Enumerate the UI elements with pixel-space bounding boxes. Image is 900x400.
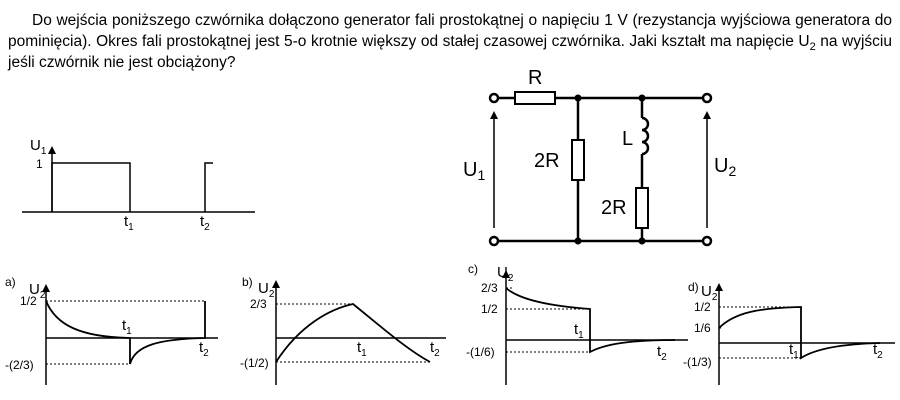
option-t2-label: t2 (657, 343, 667, 363)
option-bottom-level: -(1/3) (683, 355, 712, 369)
option-y-label: U2 (29, 281, 46, 301)
junction-dot (574, 94, 582, 102)
junction-dot (638, 94, 646, 102)
option-bottom-level: -(2/3) (5, 358, 34, 372)
label-2r-shunt: 2R (534, 150, 560, 172)
option-waveform (505, 287, 676, 354)
option-d-graph: d) U2 1/2 1/6 -(1/3) t1 t2 (683, 280, 895, 385)
option-y-label: U2 (701, 283, 718, 303)
option-top-level: 1/2 (694, 300, 711, 314)
circuit-diagram (488, 91, 713, 247)
label-inductor: L (622, 128, 633, 150)
option-letter: a) (5, 275, 16, 289)
output-terminal-bottom (701, 235, 713, 247)
option-mid-level: 1/2 (481, 302, 498, 316)
option-t2-label: t2 (873, 341, 883, 361)
question-text: Do wejścia poniższego czwórnika dołączon… (8, 10, 892, 73)
question-part2: na wyjściu jeśli czwórnik nie jest obcią… (8, 33, 892, 71)
input-t2-label: t2 (200, 213, 210, 233)
label-2r-series: 2R (601, 197, 627, 219)
option-t1-label: t1 (357, 339, 367, 359)
option-bottom-level: -(1/6) (466, 345, 495, 359)
input-y-tick: 1 (36, 157, 43, 171)
resistor-r (514, 91, 556, 105)
option-top-level: 2/3 (250, 297, 267, 311)
resistor-2r-shunt (571, 139, 585, 181)
label-u2: U2 (714, 155, 736, 179)
option-t1-label: t1 (122, 317, 132, 337)
junction-dot (638, 237, 646, 245)
input-terminal-top (488, 92, 500, 104)
option-letter: b) (242, 275, 253, 289)
option-t1-label: t1 (789, 341, 799, 361)
option-waveform (275, 303, 431, 363)
input-pulse (51, 162, 131, 212)
question-subscript: 2 (809, 41, 816, 54)
option-waveform (718, 306, 881, 360)
input-t1-label: t1 (124, 213, 134, 233)
option-t2-label: t2 (430, 339, 440, 359)
option-a-graph: a) U2 1/2 -(2/3) t1 t2 (5, 275, 218, 385)
question-part1: Do wejścia poniższego czwórnika dołączon… (8, 12, 892, 50)
option-bottom-level: -(1/2) (240, 356, 269, 370)
input-terminal-bottom (488, 235, 500, 247)
resistor-2r-series (635, 187, 649, 229)
option-mid-level: 1/6 (694, 321, 711, 335)
option-letter: c) (468, 262, 478, 276)
option-t2-label: t2 (199, 339, 209, 359)
option-c-graph: c) U2 2/3 1/2 -(1/6) t1 t2 (466, 262, 688, 385)
option-y-label: U2 (258, 280, 275, 300)
inductor-coil (641, 116, 650, 156)
option-t1-label: t1 (574, 321, 584, 341)
junction-dot (574, 237, 582, 245)
option-waveform (45, 300, 206, 365)
output-terminal-top (701, 92, 713, 104)
option-top-level: 1/2 (20, 294, 37, 308)
input-waveform-graph: U1 1 t1 t2 (22, 137, 255, 233)
option-b-graph: b) U2 2/3 -(1/2) t1 t2 (240, 275, 446, 385)
label-u1: U1 (463, 159, 485, 183)
option-letter: d) (688, 280, 699, 294)
label-r: R (528, 67, 542, 89)
input-next-pulse (204, 162, 213, 212)
option-top-level: 2/3 (481, 281, 498, 295)
input-y-label: U1 (30, 137, 47, 157)
